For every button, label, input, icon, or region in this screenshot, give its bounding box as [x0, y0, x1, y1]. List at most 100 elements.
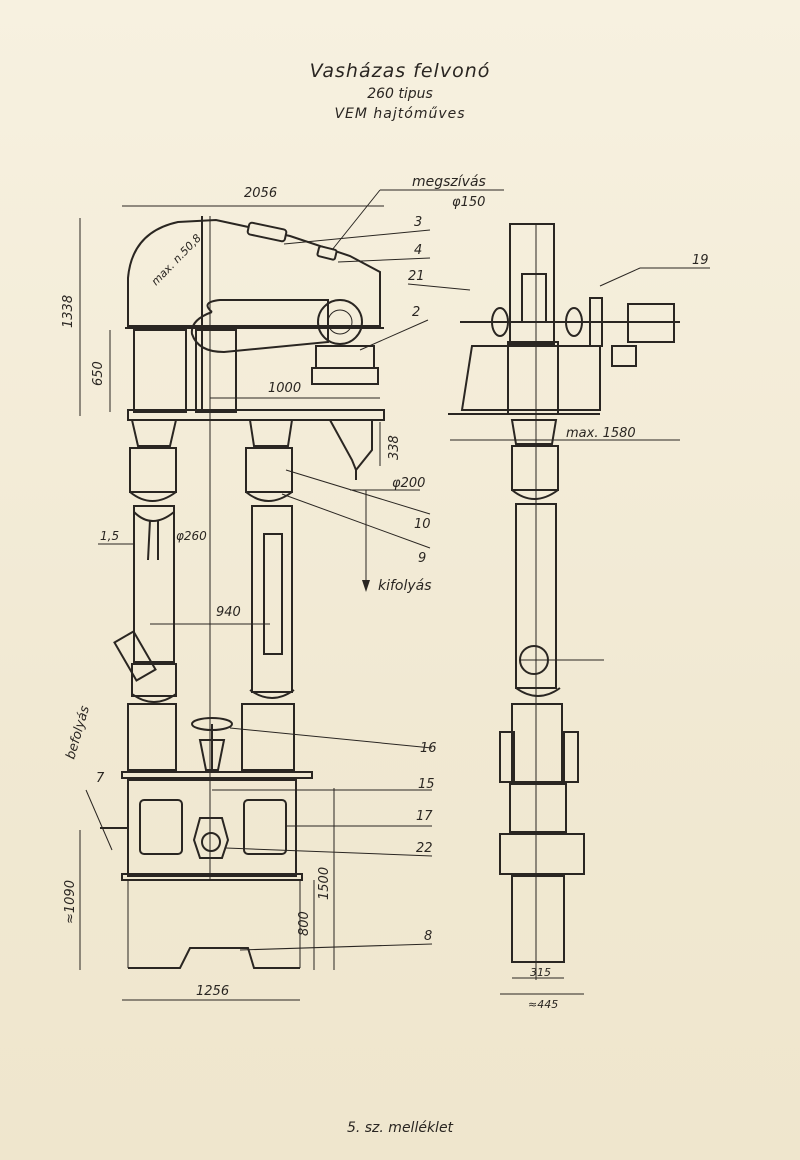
- label-2056: 2056: [244, 186, 277, 201]
- label-15: 1,5: [100, 529, 119, 543]
- part-2: 2: [412, 305, 420, 320]
- right-tube-upper-9: [251, 505, 293, 693]
- leader-16: [229, 727, 433, 749]
- leader-7: [85, 789, 113, 851]
- drive-hub: [327, 309, 353, 335]
- part-3: 3: [414, 215, 422, 230]
- boot-bottom-plate: [121, 873, 303, 881]
- label-speed: max. n.50,8: [149, 232, 204, 288]
- part-22: 22: [416, 841, 433, 856]
- label-megszivas: megszívás: [412, 174, 486, 190]
- boot-window-17: [243, 799, 287, 855]
- left-tube-boot: [127, 703, 177, 771]
- inflow-chute-7: [100, 827, 129, 860]
- part-9: 9: [418, 551, 426, 566]
- left-tube-lower: [131, 663, 177, 697]
- part-10: 10: [414, 517, 431, 532]
- right-tube-inspection: [263, 533, 283, 655]
- drawing-title: Vasházas felvonó: [309, 60, 491, 82]
- leader-9: [281, 493, 431, 549]
- side-motor-19: [627, 303, 675, 343]
- head-leg-center: [195, 329, 237, 413]
- label-315: 315: [530, 966, 551, 979]
- outlet-chute-inner: [329, 419, 357, 471]
- boot-housing: [127, 779, 297, 877]
- side-tube-neck: [510, 419, 558, 445]
- part-7: 7: [96, 771, 105, 786]
- motor-body: [315, 345, 375, 369]
- annex-label: 5. sz. melléklet: [346, 1120, 454, 1136]
- label-suction-dia: φ150: [452, 195, 485, 210]
- left-tube-break-a: [129, 491, 177, 502]
- label-338: 338: [387, 435, 402, 460]
- side-head-frame: [509, 223, 555, 345]
- tension-screw-22: [192, 817, 230, 859]
- outflow-arrowhead: [362, 580, 370, 592]
- leader-suction-b: [331, 189, 381, 251]
- label-200: φ200: [392, 476, 425, 491]
- side-bearing-21: [491, 307, 509, 337]
- front-view: [79, 189, 504, 1001]
- left-tube-section-a: [129, 447, 177, 493]
- part-21: 21: [408, 269, 425, 284]
- label-445: ≈445: [528, 998, 558, 1011]
- right-tube-section-10: [245, 447, 293, 493]
- leader-8: [239, 943, 433, 951]
- label-1338: 1338: [61, 295, 76, 328]
- side-view: [407, 223, 710, 995]
- side-bracket-right: [563, 731, 579, 783]
- leader-10: [285, 469, 431, 515]
- motor-base: [311, 367, 379, 385]
- right-tube-break-a: [245, 491, 293, 502]
- left-tube-upper: [133, 505, 175, 663]
- side-tube-break-a: [511, 489, 559, 500]
- side-head-base: [460, 345, 601, 411]
- right-tube-neck: [248, 419, 294, 447]
- left-tube-break-c: [131, 693, 177, 703]
- drawing-subtitle-type: 260 tipus: [367, 86, 433, 102]
- label-650: 650: [91, 361, 106, 386]
- side-tube-break-b: [515, 687, 561, 697]
- label-260: φ260: [176, 529, 207, 543]
- part-19: 19: [692, 253, 709, 268]
- label-1580: max. 1580: [566, 426, 636, 441]
- leader-4: [337, 257, 431, 263]
- left-tube-inlet: [113, 630, 157, 682]
- left-tube-neck: [130, 419, 178, 447]
- label-befolyas: befolyás: [63, 704, 93, 761]
- boot-top-plate-15: [121, 771, 313, 779]
- outlet-chute: [318, 419, 373, 480]
- left-tube-window: [147, 519, 159, 561]
- label-1000: 1000: [268, 381, 301, 396]
- label-1090: ≈1090: [63, 880, 78, 924]
- head-leg-left: [133, 329, 187, 413]
- part-17: 17: [416, 809, 433, 824]
- right-tube-break-b: [249, 689, 295, 699]
- leader-2: [359, 319, 429, 351]
- part-15: 15: [418, 777, 435, 792]
- part-8: 8: [424, 929, 432, 944]
- label-1500: 1500: [317, 867, 332, 900]
- label-kifolyas: kifolyás: [378, 578, 432, 594]
- left-tube-break-b: [133, 511, 175, 522]
- drive-pulley: [317, 299, 363, 345]
- cover-3: [246, 221, 288, 243]
- side-motor-foot: [611, 345, 637, 367]
- side-tube-lower: [511, 703, 563, 783]
- leader-3: [283, 229, 431, 245]
- part-16: 16: [420, 741, 437, 756]
- label-940: 940: [216, 605, 241, 620]
- leader-19: [599, 267, 641, 287]
- right-tube-boot: [241, 703, 295, 771]
- handwheel-housing: [198, 739, 226, 771]
- side-boot-lower: [511, 875, 565, 963]
- part-4: 4: [414, 243, 422, 258]
- side-head-body: [507, 341, 559, 415]
- leader-22: [225, 847, 433, 857]
- side-tube-section-a: [511, 445, 559, 491]
- boot-window-left: [139, 799, 183, 855]
- leader-21: [407, 283, 471, 291]
- label-1256: 1256: [196, 984, 229, 999]
- side-bracket-left: [499, 731, 515, 783]
